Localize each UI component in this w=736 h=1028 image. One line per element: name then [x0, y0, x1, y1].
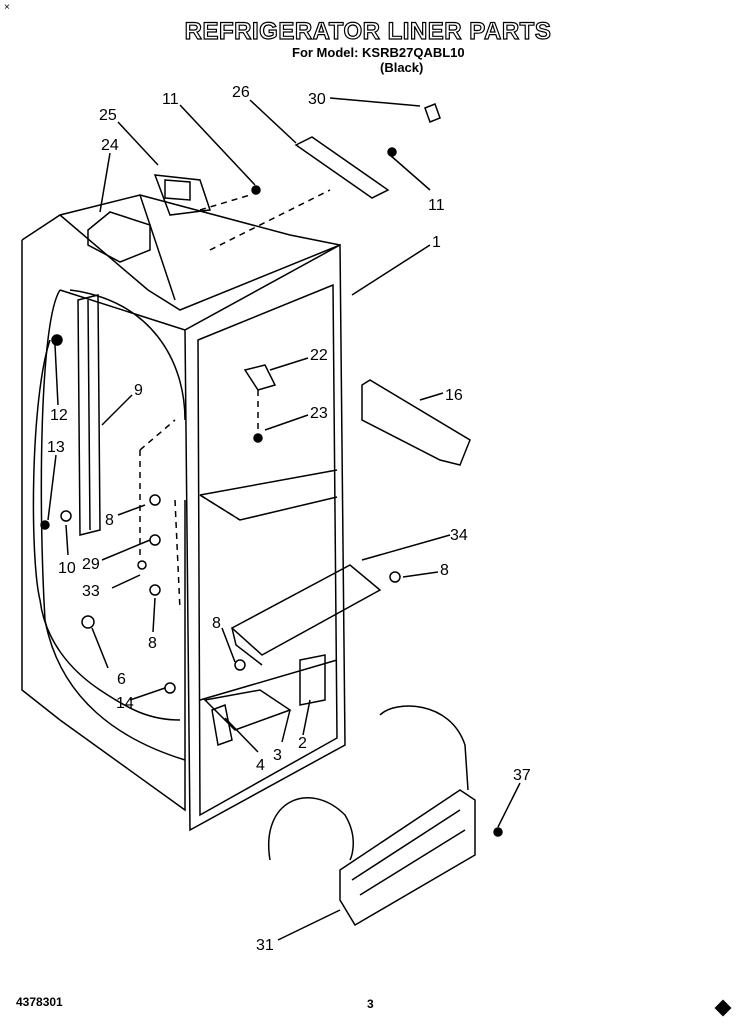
fasteners [40, 147, 503, 837]
callout-1: 1 [432, 234, 441, 251]
screw-icon [234, 659, 246, 671]
callout-8: 8 [212, 615, 221, 632]
callout-9: 9 [134, 382, 143, 399]
callout-3: 3 [273, 747, 282, 764]
callout-23: 23 [310, 405, 328, 422]
color-variant: (Black) [380, 60, 424, 75]
liner-body [21, 103, 476, 927]
callout-13: 13 [47, 439, 65, 456]
model-number: For Model: KSRB27QABL10 [292, 45, 465, 60]
screw-icon [60, 510, 72, 522]
callout-14: 14 [116, 695, 134, 712]
callout-10: 10 [58, 560, 76, 577]
callout-8: 8 [105, 512, 114, 529]
callout-29: 29 [82, 556, 100, 573]
callout-12: 12 [50, 407, 68, 424]
screw-icon [51, 334, 63, 346]
screw-icon [149, 584, 161, 596]
callout-4: 4 [256, 757, 265, 774]
callout-8: 8 [148, 635, 157, 652]
callout-2: 2 [298, 735, 307, 752]
callout-25: 25 [99, 107, 117, 124]
callout-labels: 11 26 30 25 24 11 1 22 16 9 12 23 13 8 1… [47, 84, 531, 954]
callout-26: 26 [232, 84, 250, 101]
callout-8: 8 [440, 562, 449, 579]
screw-icon [149, 494, 161, 506]
callout-11: 11 [162, 91, 179, 108]
screw-icon [389, 571, 401, 583]
callout-37: 37 [513, 767, 531, 784]
callout-6: 6 [117, 671, 126, 688]
callout-16: 16 [445, 387, 463, 404]
leader-lines [47, 97, 521, 941]
corner-mark: × [4, 2, 10, 13]
document-number: 4378301 [16, 995, 63, 1009]
screw-icon [251, 185, 261, 195]
callout-34: 34 [450, 527, 468, 544]
callout-24: 24 [101, 137, 119, 154]
callout-30: 30 [308, 91, 326, 108]
screw-icon [387, 147, 397, 157]
screw-icon [493, 827, 503, 837]
screw-icon [40, 520, 50, 530]
callout-33: 33 [82, 583, 100, 600]
page-number: 3 [367, 997, 374, 1011]
callout-22: 22 [310, 347, 328, 364]
screw-icon [137, 560, 147, 570]
screw-icon [81, 615, 95, 629]
screw-icon [253, 433, 263, 443]
callout-31: 31 [256, 937, 274, 954]
screw-icon [149, 534, 161, 546]
screw-icon [164, 682, 176, 694]
callout-11: 11 [428, 197, 445, 214]
page-title: REFRIGERATOR LINER PARTS [184, 17, 552, 45]
